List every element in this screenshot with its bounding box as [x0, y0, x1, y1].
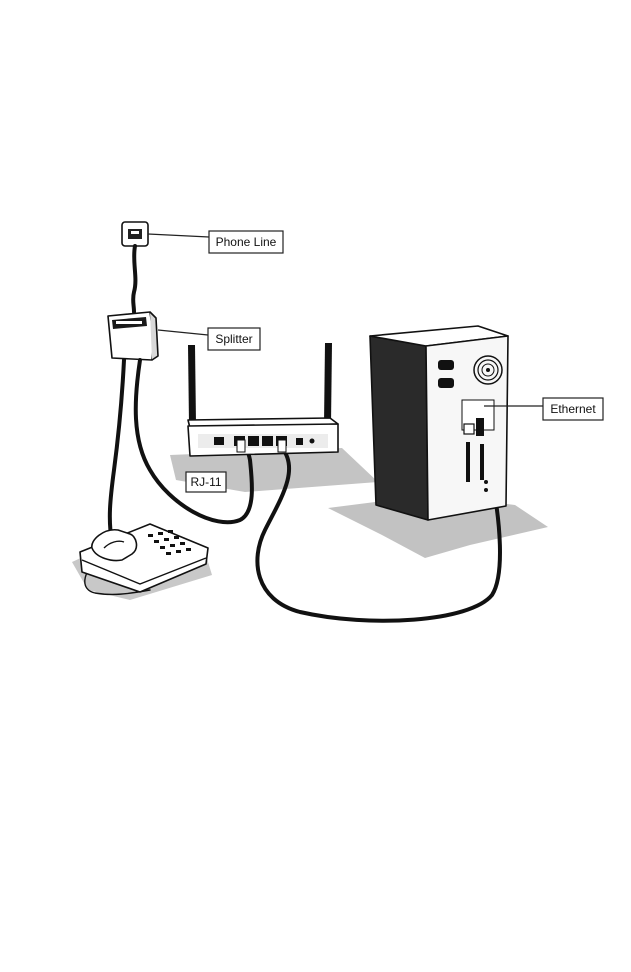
- phone-line-leader: [148, 234, 209, 237]
- router-antenna-left: [188, 345, 196, 424]
- computer-side-panel: [370, 336, 428, 520]
- rj11-label: RJ-11: [186, 472, 226, 492]
- ethernet-label: Ethernet: [543, 398, 603, 420]
- router-lan-port-2: [248, 436, 259, 446]
- splitter-label: Splitter: [208, 328, 260, 350]
- phone-line-label: Phone Line: [209, 231, 283, 253]
- phone-line-cable: [133, 246, 135, 312]
- computer-tower: [370, 326, 508, 520]
- telephone-handset: [92, 530, 137, 561]
- fan-grill: [474, 356, 502, 384]
- splitter-leader: [158, 330, 208, 335]
- wireless-router: [188, 343, 338, 456]
- splitter-label-text: Splitter: [215, 332, 252, 346]
- router-dsl-port: [214, 437, 224, 445]
- rj11-label-text: RJ-11: [190, 475, 221, 489]
- phone-line-label-text: Phone Line: [216, 235, 277, 249]
- router-antenna-right: [324, 343, 332, 424]
- computer-ethernet-port: [464, 424, 474, 434]
- router-power-port: [296, 438, 303, 445]
- splitter-device: [108, 312, 158, 360]
- wall-jack: [122, 222, 148, 246]
- router-lan-port-3: [262, 436, 273, 446]
- splitter-to-phone-cable: [110, 360, 124, 542]
- ethernet-label-text: Ethernet: [550, 402, 596, 416]
